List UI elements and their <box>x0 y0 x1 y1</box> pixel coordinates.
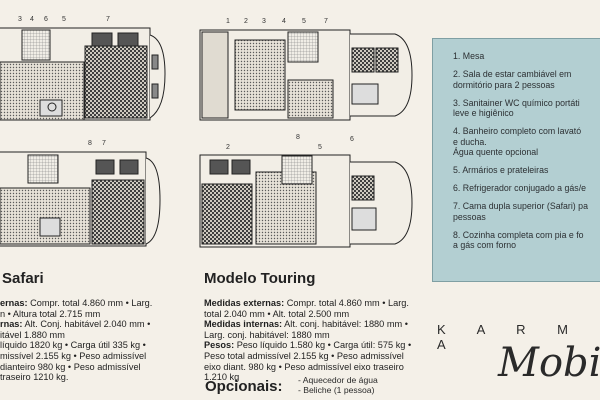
spec-line: n • Altura total 2.715 mm <box>0 308 101 319</box>
spec-line: ernas: Compr. total 4.860 mm • Larg. <box>0 298 153 308</box>
callout-number: 4 <box>30 16 34 23</box>
callout-number: 7 <box>324 18 328 25</box>
optional-item: - Aquecedor de água <box>298 375 378 385</box>
legend-item: 5. Armários e prateleiras <box>453 165 549 175</box>
spec-line: traseiro 1210 kg. <box>0 372 69 383</box>
optionals-list: - Aquecedor de água - Beliche (1 pessoa) <box>298 375 378 395</box>
spec-line: Pesos: Peso líquido 1.580 kg • Carga úti… <box>204 340 412 351</box>
spec-line: Medidas externas: Compr. total 4.860 mm … <box>204 298 409 308</box>
touring-specs: Medidas externas: Compr. total 4.860 mm … <box>204 298 411 383</box>
callout-number: 3 <box>18 16 22 23</box>
callout-number: 6 <box>44 16 48 23</box>
callout-number: 6 <box>350 136 354 143</box>
spec-line: Larg. conj. habitável: 1880 mm <box>204 329 330 340</box>
spec-line: 1.210 kg <box>204 372 240 383</box>
safari-lower-plan <box>0 151 161 247</box>
callout-number: 8 <box>296 134 300 141</box>
brand-logo-script: Mobil <box>498 340 600 386</box>
spec-line: Medidas internas: Alt. conj. habitável: … <box>204 319 408 330</box>
legend-item: 6. Refrigerador conjugado a gás/e <box>453 183 587 193</box>
touring-lower-plan <box>199 154 413 248</box>
callout-number: 5 <box>62 16 66 23</box>
safari-specs: ernas: Compr. total 4.860 mm • Larg. n •… <box>0 298 152 383</box>
callout-number: 7 <box>102 140 106 147</box>
callout-number: 3 <box>262 18 266 25</box>
spec-line: rnas: Alt. Conj. habitável 2.040 mm • <box>0 319 151 330</box>
callout-number: 5 <box>302 18 306 25</box>
spec-line: Peso total admissível 2.155 kg • Peso ad… <box>204 350 404 361</box>
callout-number: 1 <box>226 18 230 25</box>
spec-line: missível 2.155 kg • Peso admissível <box>0 350 147 361</box>
optionals-title: Opcionais: <box>205 378 283 395</box>
safari-upper-plan <box>0 27 166 121</box>
touring-title: Modelo Touring <box>204 270 316 287</box>
callout-number: 7 <box>106 16 110 23</box>
spec-line: líquido 1820 kg • Carga útil 335 kg • <box>0 340 146 351</box>
spec-line: itável 1.880 mm <box>0 329 65 340</box>
callout-number: 5 <box>318 144 322 151</box>
callout-number: 2 <box>244 18 248 25</box>
touring-upper-plan <box>199 29 413 121</box>
spec-line: eixo diant. 980 kg • Peso admissível eix… <box>204 361 404 372</box>
spec-line: total 2.040 mm • Alt. total 2.500 mm <box>204 308 350 319</box>
callout-number: 4 <box>282 18 286 25</box>
optional-item: - Beliche (1 pessoa) <box>298 385 375 395</box>
callout-number: 2 <box>226 144 230 151</box>
callout-number: 8 <box>88 140 92 147</box>
safari-title: Safari <box>2 270 44 287</box>
spec-line: dianteiro 980 kg • Peso admissível <box>0 361 141 372</box>
brand-logo-letters: K A R M A <box>437 322 582 352</box>
legend-item: 1. Mesa <box>453 51 485 61</box>
